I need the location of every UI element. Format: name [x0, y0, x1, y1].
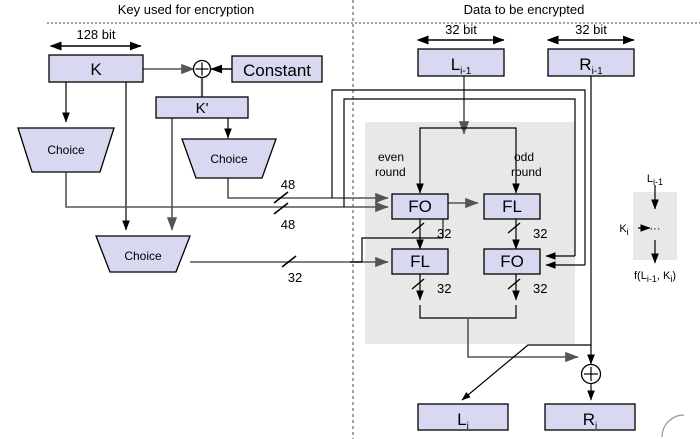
box-FL-odd	[483, 193, 541, 220]
box-K-label: K	[90, 60, 102, 79]
bit-label-32-fo-left: 32	[437, 226, 451, 241]
slash-32-FLleft	[411, 278, 425, 290]
choice-mid-label: Choice	[210, 152, 248, 166]
label-even-round-1: even	[378, 150, 404, 164]
box-FO-even	[391, 193, 449, 220]
corner-arc	[661, 414, 685, 438]
wire-choice-mid-out	[227, 178, 350, 199]
label-32-bit-right: 32 bit	[575, 22, 607, 37]
legend-body-dots: ···	[650, 223, 661, 235]
box-K	[48, 54, 144, 83]
wire-key-elbow-FL	[350, 237, 443, 263]
box-FO-odd-label: FO	[500, 252, 524, 271]
title-right: Data to be encrypted	[464, 2, 585, 17]
label-32-bit-left: 32 bit	[445, 22, 477, 37]
bit-label-48-mid: 48	[281, 217, 295, 232]
legend-input-label: Li-1	[647, 173, 663, 187]
trapezoid-choice-bottom	[95, 235, 191, 273]
legend-key-label: Ki	[619, 223, 628, 237]
bit-label-48-top: 48	[281, 177, 295, 192]
bit-label-32-fo-right: 32	[533, 281, 547, 296]
trapezoid-choice-mid	[181, 138, 277, 179]
box-FL-odd-label: FL	[502, 197, 522, 216]
slash-32-FOleft	[411, 222, 425, 234]
slash-32-FLright	[507, 222, 521, 234]
choice-left-label: Choice	[47, 143, 85, 157]
round-panel	[365, 122, 575, 344]
slash-32-bottom	[281, 255, 297, 268]
box-FL-even	[391, 248, 449, 275]
bit-label-32-fl-left: 32	[437, 281, 451, 296]
trapezoid-choice-left	[17, 127, 115, 173]
box-L-prev-label: Li-1	[451, 55, 472, 77]
box-R-next-label: Ri	[583, 410, 598, 432]
label-odd-round-2: round	[511, 165, 542, 179]
legend-output-label: f(Li-1, Ki)	[634, 270, 676, 284]
box-constant	[231, 55, 323, 83]
box-R-prev-label: Ri-1	[579, 55, 603, 77]
bit-label-32-fl-right: 32	[533, 226, 547, 241]
wire-branch-split	[419, 127, 517, 140]
xor-data	[580, 363, 602, 385]
label-128-bit: 128 bit	[76, 27, 115, 42]
slash-48-top	[273, 191, 289, 204]
choice-bottom-label: Choice	[124, 249, 162, 263]
wire-swap-to-Li	[461, 344, 591, 401]
slash-32-FOright	[507, 278, 521, 290]
box-FO-even-label: FO	[408, 197, 432, 216]
box-L-next-label: Li	[457, 410, 469, 432]
title-left: Key used for encryption	[118, 2, 255, 17]
box-L-prev	[417, 48, 505, 77]
slash-48-mid	[273, 202, 289, 215]
wire-choice-left-out	[65, 172, 350, 208]
wire-panel-out	[467, 318, 579, 363]
label-even-round-2: round	[375, 165, 406, 179]
bit-label-32-key: 32	[288, 270, 302, 285]
box-FO-odd	[483, 248, 541, 275]
box-constant-label: Constant	[243, 61, 311, 80]
wire-wrap-inner-left	[343, 98, 576, 256]
box-kprime-label: K'	[196, 100, 209, 117]
label-odd-round-1: odd	[514, 150, 534, 164]
box-kprime	[155, 96, 249, 119]
box-FL-even-label: FL	[410, 252, 430, 271]
box-L-next	[417, 403, 509, 431]
wire-wrap-outer-left	[331, 89, 586, 265]
xor-key	[192, 59, 212, 79]
box-R-prev	[547, 48, 635, 77]
box-R-next	[544, 403, 636, 431]
